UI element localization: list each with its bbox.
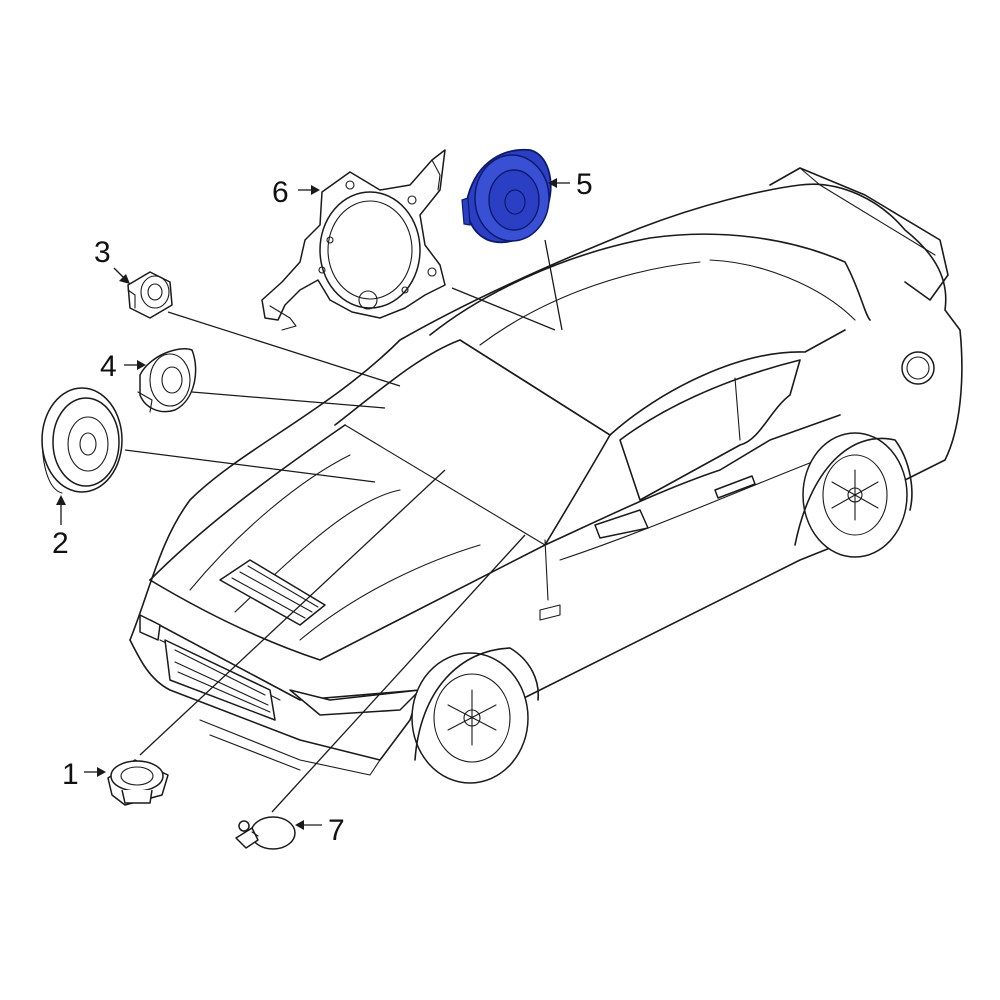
callout-5-label: 5 <box>576 168 593 201</box>
car-illustration <box>129 167 963 784</box>
callout-labels: 1 2 3 4 5 6 7 <box>52 168 593 847</box>
callout-7-label: 7 <box>328 814 345 847</box>
speaker-5-icon[interactable] <box>461 148 552 244</box>
callout-3-label: 3 <box>94 236 111 269</box>
callout-2-label: 2 <box>52 527 69 560</box>
tweeter-3-icon[interactable] <box>127 271 173 319</box>
callout-arrows <box>56 178 570 830</box>
callout-4-label: 4 <box>100 350 117 383</box>
callout-6-label: 6 <box>272 176 289 209</box>
speaker-4-icon[interactable] <box>137 348 197 413</box>
speaker-bracket-6-icon[interactable] <box>261 149 446 331</box>
leader-lines <box>124 239 563 813</box>
speaker-1-icon[interactable] <box>107 759 169 806</box>
speaker-2-icon[interactable] <box>41 387 123 494</box>
callout-1-label: 1 <box>62 758 79 791</box>
sensor-7-icon[interactable] <box>235 816 296 850</box>
